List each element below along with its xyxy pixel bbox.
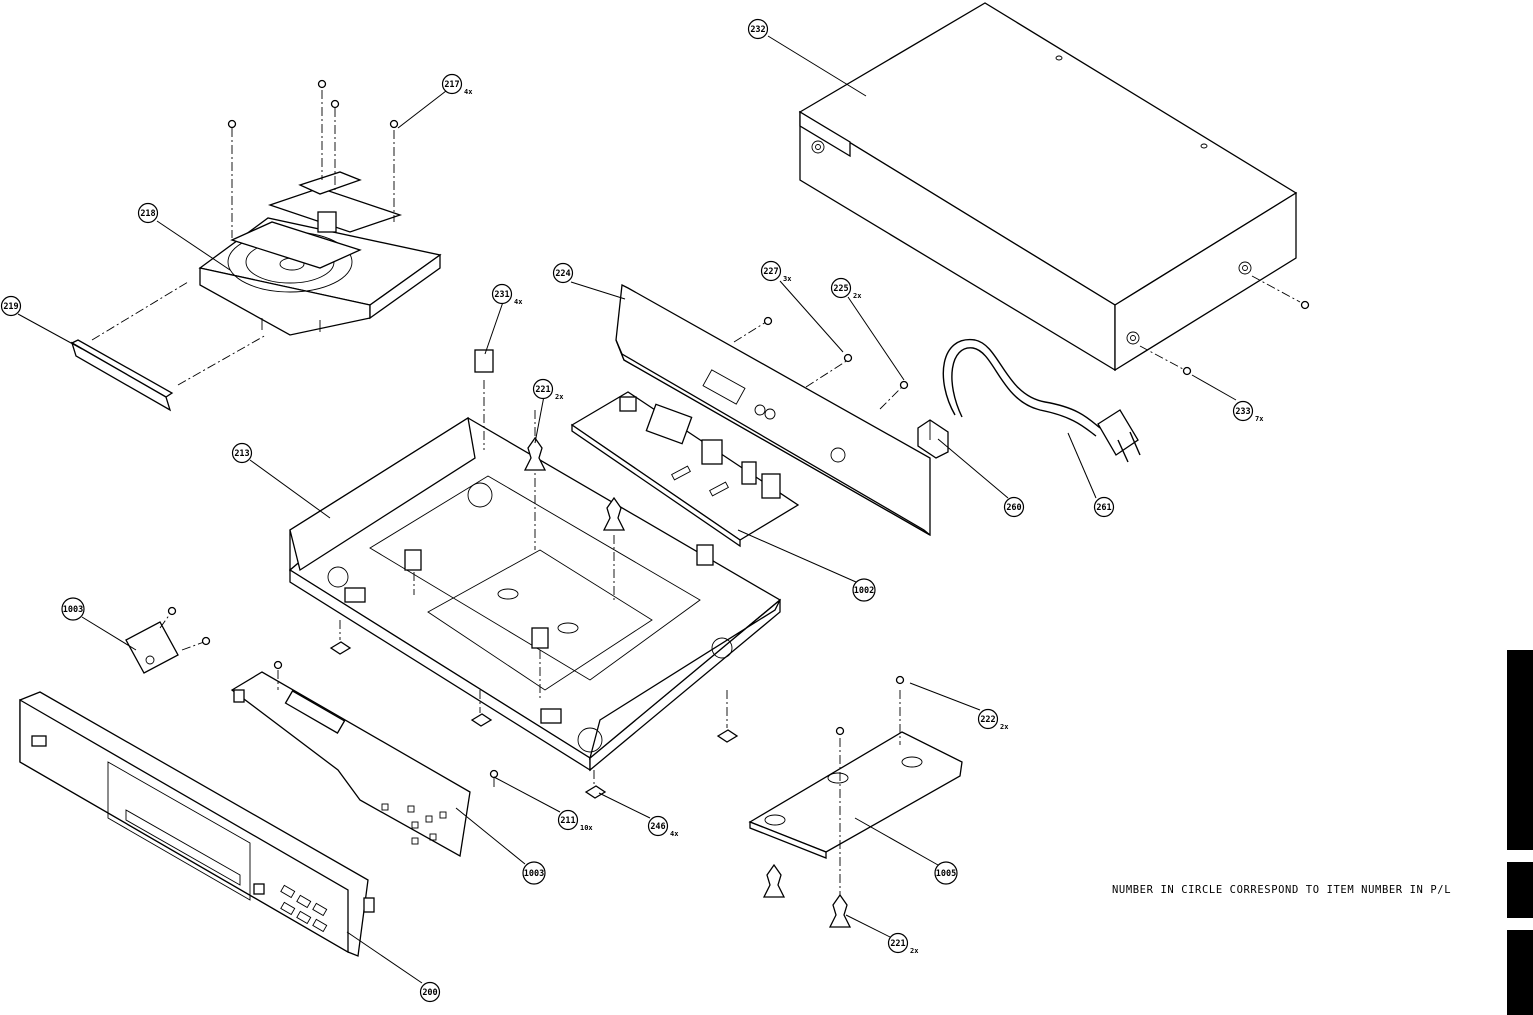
- leader-lines: [17, 35, 1237, 984]
- front-display-board: [230, 660, 499, 858]
- chassis: [288, 416, 782, 772]
- chassis-feet: [329, 620, 739, 799]
- callout-quantity: 4x: [464, 88, 473, 96]
- callout-number: 233: [1235, 407, 1250, 417]
- callout-number: 200: [422, 988, 437, 998]
- tray-front: [70, 281, 267, 412]
- callout-1005: 1005: [934, 861, 958, 885]
- callout-quantity: 7x: [1255, 415, 1264, 423]
- callout-211: 211 10x: [557, 809, 593, 832]
- callout-261: 261: [1093, 496, 1115, 518]
- callout-221: 221 2x: [532, 378, 564, 401]
- callout-circle: [887, 932, 909, 954]
- callout-number: 261: [1096, 503, 1111, 513]
- callout-number: 1003: [63, 605, 83, 615]
- callout-circle: [61, 597, 85, 621]
- callout-213: 213: [231, 442, 253, 464]
- bottom-plate: [748, 675, 963, 928]
- callout-222: 222 2x: [977, 708, 1009, 731]
- callout-1002: 1002: [852, 578, 876, 602]
- callout-number: 218: [140, 209, 155, 219]
- callout-circle: [1232, 400, 1254, 422]
- callout-number: 217: [444, 80, 459, 90]
- callout-circle: [491, 283, 513, 305]
- callout-246: 246 4x: [647, 815, 679, 838]
- callout-circle: [934, 861, 958, 885]
- callout-quantity: 2x: [853, 292, 862, 300]
- cover-screws: [1139, 275, 1310, 376]
- small-board: [125, 606, 211, 674]
- callout-quantity: 2x: [555, 393, 564, 401]
- page-edge-tabs: [1507, 650, 1533, 1015]
- chassis-supports: [404, 349, 714, 700]
- callout-227: 227 3x: [760, 260, 792, 283]
- callout-circle: [760, 260, 782, 282]
- callout-bubbles: 232 217 4x 218 219 224 227 3x 225 2x 231 4x 221 2x 213…: [0, 18, 1264, 1003]
- callout-circle: [830, 277, 852, 299]
- callout-number: 1002: [854, 586, 874, 596]
- loader-screws: [227, 79, 399, 238]
- cord-connector: [917, 419, 949, 459]
- tray-loader-mechanism: [198, 171, 442, 336]
- callout-quantity: 4x: [670, 830, 679, 838]
- callout-circle: [1093, 496, 1115, 518]
- callout-number: 1005: [936, 869, 956, 879]
- callout-quantity: 4x: [514, 298, 523, 306]
- callout-circle: [747, 18, 769, 40]
- callout-quantity: 2x: [910, 947, 919, 955]
- top-cover: [798, 2, 1298, 372]
- callout-quantity: 10x: [580, 824, 593, 832]
- callout-1003: 1003: [522, 861, 546, 885]
- callout-circle: [552, 262, 574, 284]
- callout-number: 219: [3, 302, 18, 312]
- callout-circle: [647, 815, 669, 837]
- callout-number: 1003: [524, 869, 544, 879]
- callout-number: 225: [833, 284, 848, 294]
- callout-1003: 1003: [61, 597, 85, 621]
- parts-list-note: NUMBER IN CIRCLE CORRESPOND TO ITEM NUMB…: [1112, 884, 1451, 896]
- callout-circle: [419, 981, 441, 1003]
- callout-233: 233 7x: [1232, 400, 1264, 423]
- callout-232: 232: [747, 18, 769, 40]
- front-panel: [19, 691, 375, 957]
- callout-circle: [532, 378, 554, 400]
- io-board: [570, 391, 800, 548]
- callout-circle: [1003, 496, 1025, 518]
- callout-number: 221: [535, 385, 550, 395]
- callout-219: 219: [0, 295, 22, 317]
- callout-260: 260: [1003, 496, 1025, 518]
- callout-circle: [231, 442, 253, 464]
- callout-number: 211: [560, 816, 575, 826]
- callout-circle: [137, 202, 159, 224]
- callout-200: 200: [419, 981, 441, 1003]
- callout-circle: [522, 861, 546, 885]
- callout-224: 224: [552, 262, 574, 284]
- callout-217: 217 4x: [441, 73, 473, 96]
- callout-number: 224: [555, 269, 570, 279]
- callout-number: 232: [750, 25, 765, 35]
- callout-number: 227: [763, 267, 778, 277]
- callout-218: 218: [137, 202, 159, 224]
- callout-circle: [441, 73, 463, 95]
- callout-quantity: 3x: [783, 275, 792, 283]
- power-cord: [942, 339, 1141, 463]
- callout-circle: [0, 295, 22, 317]
- rear-panel: [615, 284, 931, 537]
- callout-225: 225 2x: [830, 277, 862, 300]
- callout-231: 231 4x: [491, 283, 523, 306]
- callout-number: 222: [980, 715, 995, 725]
- callout-circle: [852, 578, 876, 602]
- callout-quantity: 2x: [1000, 723, 1009, 731]
- callout-number: 213: [234, 449, 249, 459]
- callout-circle: [557, 809, 579, 831]
- callout-221: 221 2x: [887, 932, 919, 955]
- callout-number: 260: [1006, 503, 1021, 513]
- callout-number: 221: [890, 939, 905, 949]
- callout-circle: [977, 708, 999, 730]
- callout-number: 231: [494, 290, 509, 300]
- callout-number: 246: [650, 822, 665, 832]
